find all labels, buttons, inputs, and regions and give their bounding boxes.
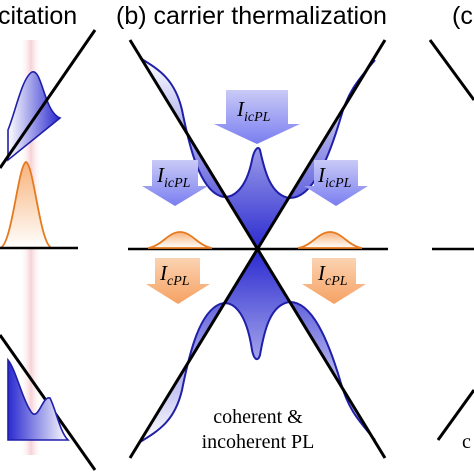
lower-band-outline bbox=[139, 300, 376, 443]
label-icpl-left: IicPL bbox=[156, 163, 191, 191]
caption-line2: incoherent PL bbox=[202, 431, 315, 453]
arrow-icpl-right bbox=[304, 160, 368, 206]
right-caption-fragment: c bbox=[462, 431, 471, 453]
arrow-icpl-top bbox=[214, 90, 300, 144]
right-cone-upper-line bbox=[428, 39, 474, 101]
label-icpl-top: IicPL bbox=[236, 97, 271, 125]
coherent-peak-left bbox=[147, 231, 213, 249]
panel-a-title: citation bbox=[0, 2, 77, 30]
panel-b-title: (b) carrier thermalization bbox=[116, 2, 387, 30]
left-lower-distribution bbox=[7, 357, 70, 441]
label-cpl-right: IcPL bbox=[317, 261, 348, 289]
label-cpl-left: IcPL bbox=[159, 261, 190, 289]
upper-band-outline bbox=[139, 57, 376, 200]
caption-line1: coherent & bbox=[213, 406, 303, 428]
lower-band-fill bbox=[140, 250, 375, 442]
upper-band-fill bbox=[140, 58, 375, 250]
right-cone-lower-line bbox=[436, 389, 474, 441]
label-icpl-right: IicPL bbox=[317, 163, 352, 191]
left-coherent-peak bbox=[0, 161, 53, 249]
arrow-cpl-left bbox=[146, 258, 210, 304]
arrow-cpl-right bbox=[302, 258, 366, 304]
coherent-peak-right bbox=[297, 231, 363, 249]
left-cone-upper-line bbox=[0, 29, 97, 169]
panel-c-title: (c bbox=[452, 2, 473, 30]
arrow-icpl-left bbox=[142, 160, 208, 206]
